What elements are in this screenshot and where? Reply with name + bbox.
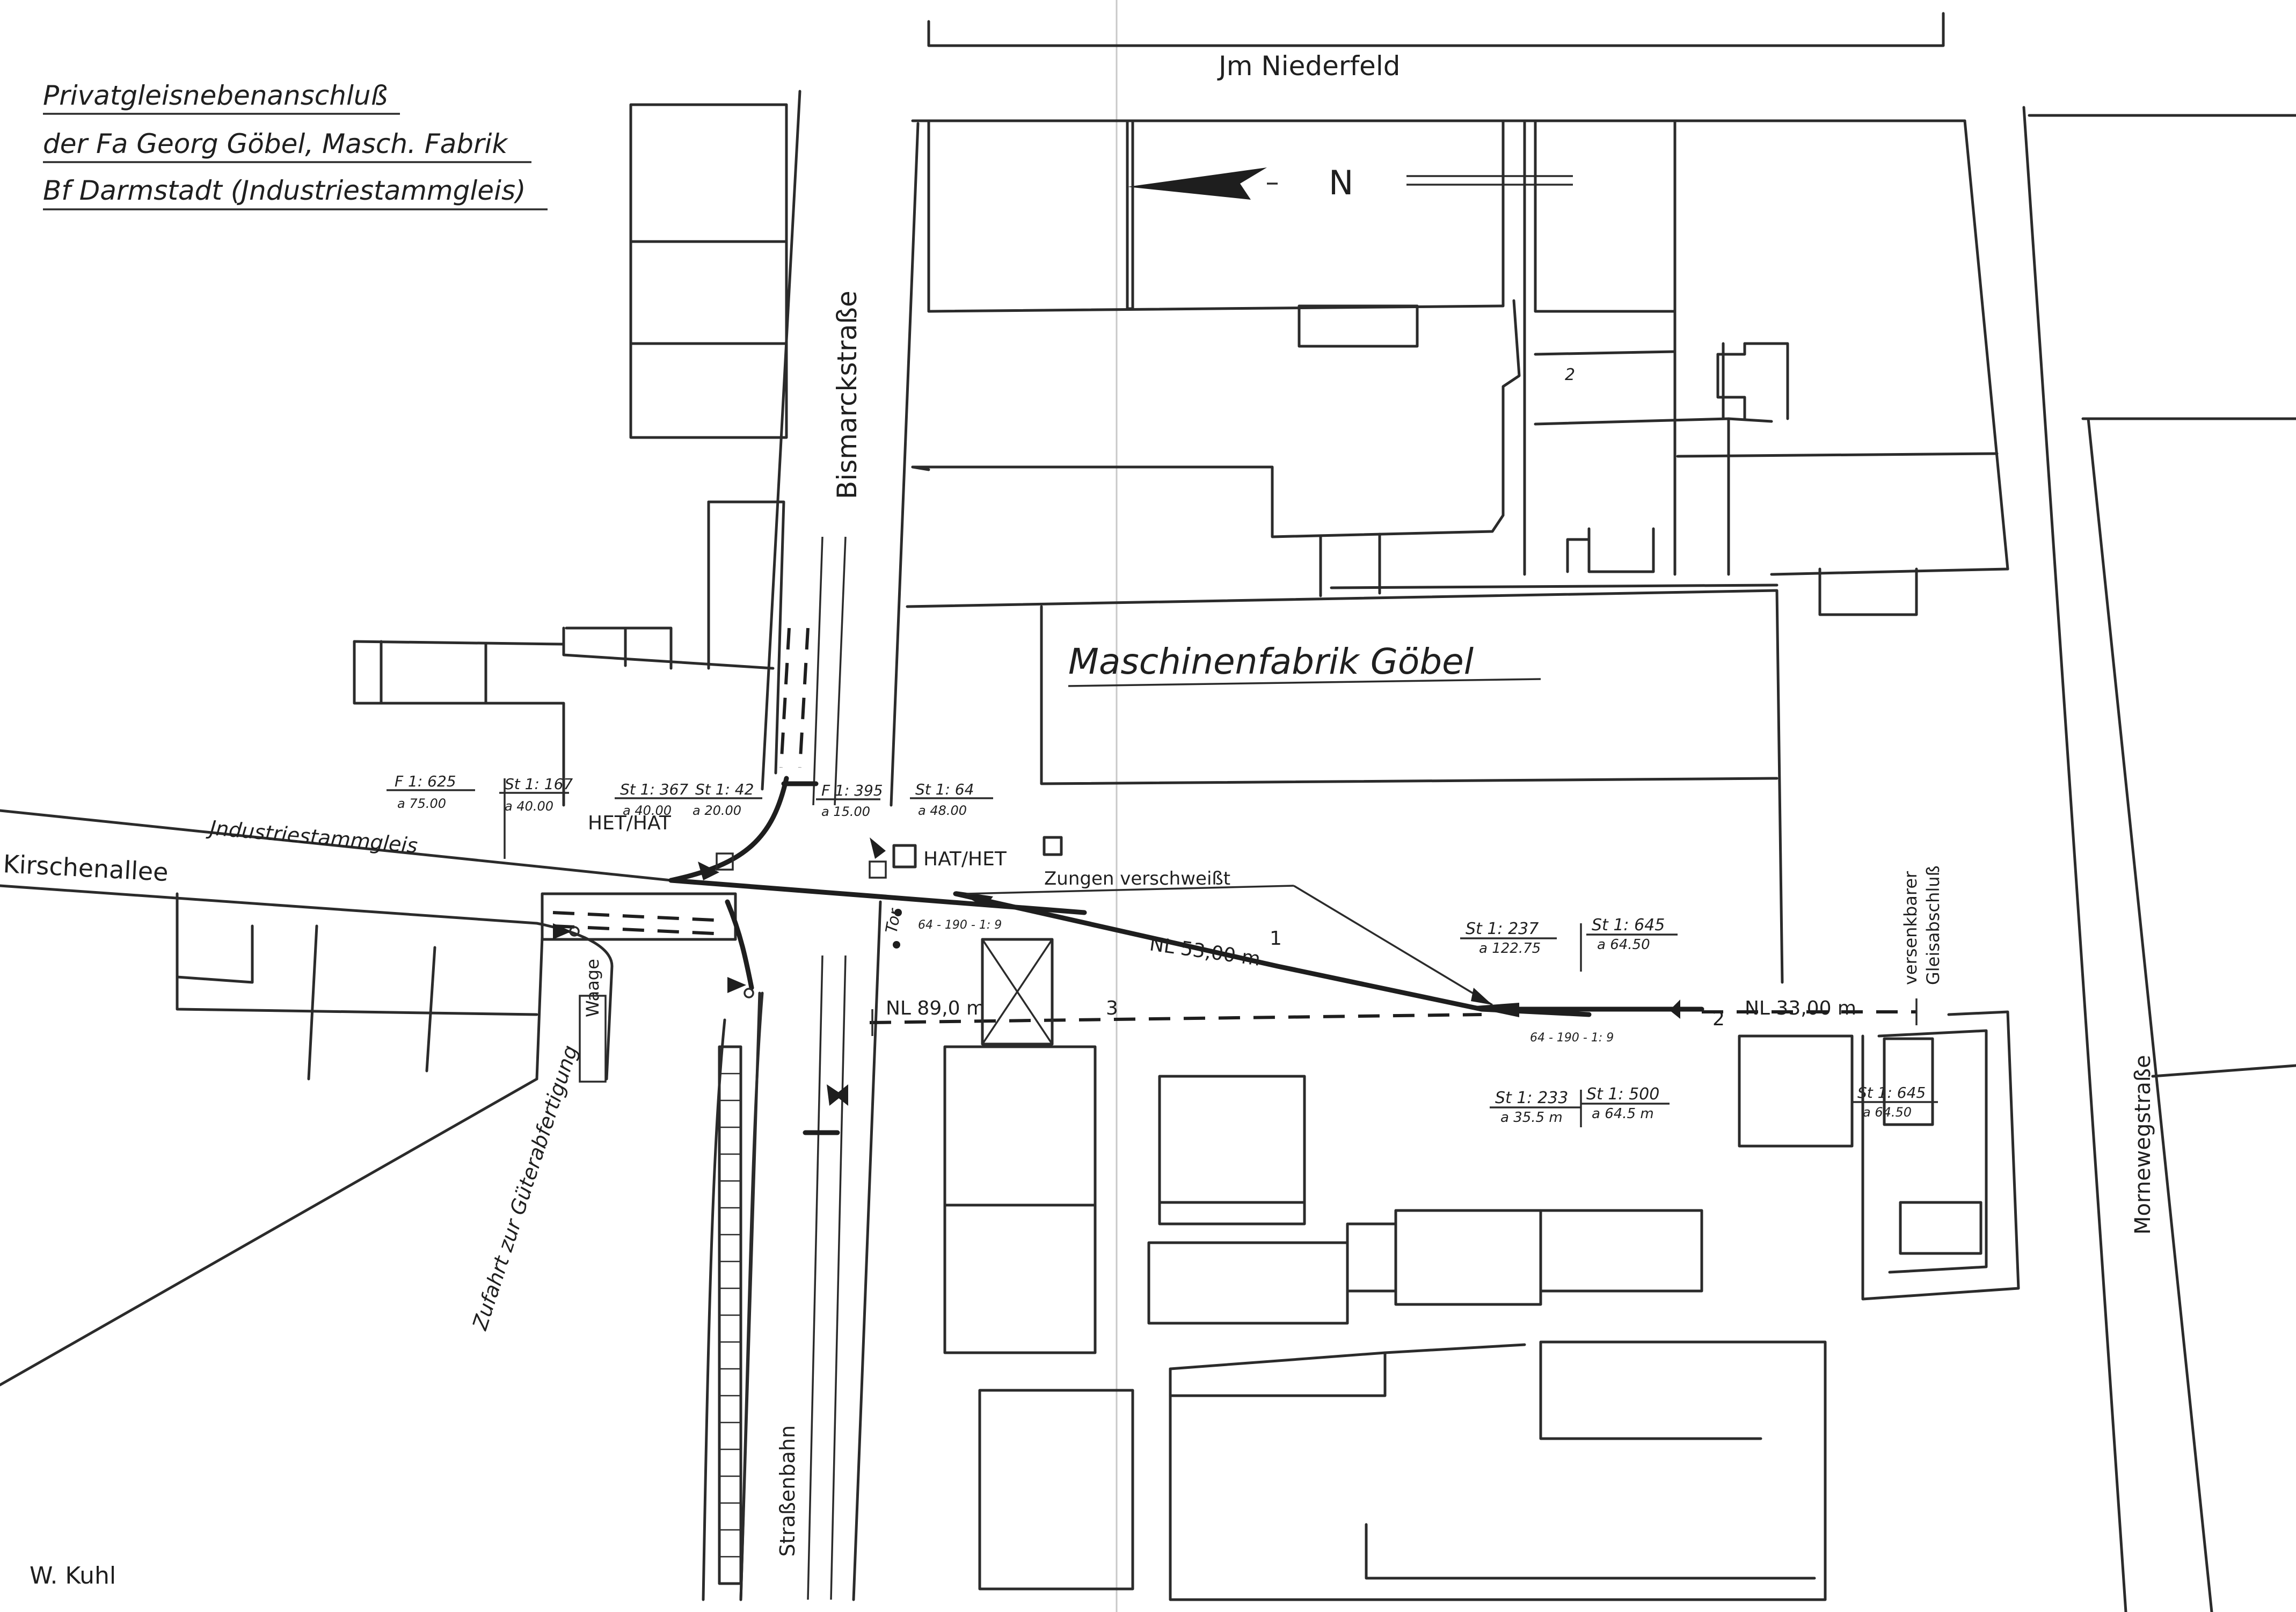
svg-text:a 64.50: a 64.50: [1863, 1105, 1912, 1120]
svg-text:a 35.5 m: a 35.5 m: [1500, 1110, 1563, 1126]
svg-text:St 1: 237: St 1: 237: [1466, 920, 1539, 938]
buildings-west: [353, 103, 788, 807]
buildings-south: [943, 938, 2020, 1601]
label-zungen-verschweisst: Zungen verschweißt: [1044, 868, 1230, 889]
street-mornewegstrasse: Mornewegstraße: [2022, 106, 2296, 1612]
track-length-nl3: NL 89,0 m: [886, 997, 985, 1019]
track-number-3: 3: [1106, 997, 1118, 1019]
title-line-2: der Fa Georg Göbel, Masch. Fabrik: [43, 128, 508, 159]
svg-text:a 64.50: a 64.50: [1597, 937, 1650, 953]
switch-label: St 1: 167 a 40.00: [499, 775, 573, 814]
switch-label: St 1: 42 a 20.00: [693, 781, 754, 818]
factory-label: Maschinenfabrik Göbel: [1068, 641, 1474, 682]
switch-label: St 1: 500 a 64.5 m: [1581, 1085, 1670, 1122]
signals: [553, 837, 902, 1106]
street-bismarckstrasse: Bismarckstraße Straßenbahn: [739, 90, 920, 1601]
svg-text:a 15.00: a 15.00: [821, 804, 870, 819]
svg-text:St 1: 500: St 1: 500: [1586, 1085, 1659, 1104]
switch-label: St 1: 645 a 64.50: [1852, 1084, 1938, 1120]
spur-tracks: Waage Zufahrt zur Güterabfertigung: [468, 892, 764, 1601]
label-waage: Waage: [582, 959, 603, 1017]
track-number-2: 2: [1712, 1008, 1725, 1030]
svg-text:St 1: 367: St 1: 367: [620, 781, 688, 798]
switch-labels: F 1: 625 a 75.00 St 1: 167 a 40.00 St 1:…: [387, 772, 1938, 1127]
street-label-im-niederfeld: Jm Niederfeld: [1217, 50, 1400, 82]
misc-labels: HET/HAT HAT/HET Zungen verschweißt Tor v…: [30, 366, 1943, 1589]
label-gleisabschluss: Gleisabschluß: [1923, 865, 1943, 985]
track-ties: [719, 1073, 741, 1558]
svg-text:St 1: 64: St 1: 64: [915, 781, 974, 798]
svg-text:a 75.00: a 75.00: [397, 796, 446, 811]
track-label-industriestammgleis: Jndustriestammgleis: [205, 816, 419, 858]
svg-text:St 1: 645: St 1: 645: [1592, 916, 1665, 935]
title-block: Privatgleisnebenanschluß der Fa Georg Gö…: [43, 80, 548, 210]
switch-label: St 1: 233 a 35.5 m: [1490, 1089, 1581, 1126]
buildings-north: [911, 119, 2009, 616]
author-credit: W. Kuhl: [30, 1562, 116, 1589]
factory-maschinenfabrik-goebel: Maschinenfabrik Göbel: [906, 589, 1784, 984]
street-im-niederfeld: Jm Niederfeld: [911, 12, 1966, 122]
svg-text:a 40.00: a 40.00: [623, 803, 672, 818]
label-versenkbarer: versenkbarer: [1900, 871, 1921, 985]
switch-label: F 1: 395 a 15.00: [816, 782, 883, 819]
label-hat-het: HAT/HET: [923, 848, 1007, 870]
svg-text:St 1: 42: St 1: 42: [695, 781, 754, 798]
svg-text:a 122.75: a 122.75: [1479, 940, 1541, 957]
track-length-nl2: NL 33,00 m: [1745, 997, 1856, 1019]
turnout-label-2: 64 - 190 - 1: 9: [1530, 1031, 1614, 1045]
track-length-nl1: NL 53,00 m: [1148, 933, 1262, 971]
label-building-2: 2: [1565, 366, 1575, 384]
street-label-strassenbahn: Straßenbahn: [776, 1425, 799, 1557]
svg-text:a 40.00: a 40.00: [505, 799, 553, 814]
north-arrow: N: [1127, 163, 1573, 202]
switch-label: F 1: 625 a 75.00: [387, 772, 475, 811]
tram-track-marks: [779, 628, 840, 1135]
street-label-mornewegstrasse: Mornewegstraße: [2131, 1055, 2155, 1235]
street-label-bismarckstrasse: Bismarckstraße: [832, 290, 863, 499]
label-het-hat: HET/HAT: [588, 812, 672, 834]
turnout-label-1: 64 - 190 - 1: 9: [918, 918, 1002, 932]
label-tor: Tor: [882, 907, 905, 935]
svg-text:a 48.00: a 48.00: [918, 803, 967, 818]
switch-label: St 1: 64 a 48.00: [910, 781, 993, 818]
svg-text:St 1: 233: St 1: 233: [1495, 1089, 1568, 1107]
svg-text:F 1: 625: F 1: 625: [395, 772, 456, 790]
title-line-1: Privatgleisnebenanschluß: [43, 80, 388, 111]
street-kirschenallee: Kirschenallee Jndustriestammgleis: [0, 809, 673, 925]
north-label: N: [1329, 163, 1353, 202]
svg-text:F 1: 395: F 1: 395: [821, 782, 883, 799]
buildings-southwest: [0, 892, 538, 1387]
svg-text:St 1: 167: St 1: 167: [505, 775, 573, 793]
switch-label: St 1: 237 a 122.75: [1460, 920, 1557, 957]
svg-text:a 20.00: a 20.00: [693, 803, 741, 818]
svg-text:a 64.5 m: a 64.5 m: [1592, 1106, 1654, 1122]
switch-label: St 1: 367 a 40.00: [615, 781, 762, 818]
switch-label: St 1: 645 a 64.50: [1586, 916, 1678, 953]
street-label-kirschenallee: Kirschenallee: [2, 849, 169, 887]
track-number-1: 1: [1270, 928, 1282, 950]
title-line-3: Bf Darmstadt (Jndustriestammgleis): [43, 175, 526, 206]
svg-text:St 1: 645: St 1: 645: [1857, 1084, 1926, 1102]
